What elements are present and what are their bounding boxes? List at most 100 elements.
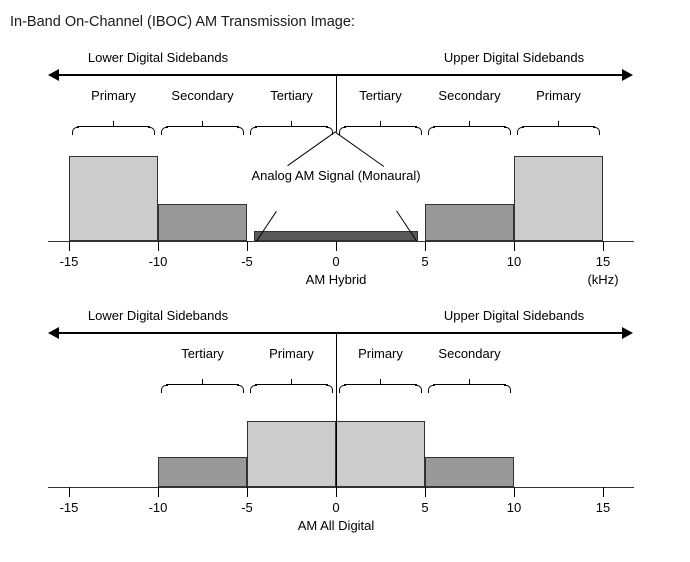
spectrum-bar-0: [158, 457, 247, 487]
brace-left-end: [339, 385, 347, 393]
x-axis-baseline: [48, 487, 634, 488]
band-label-5: Primary: [536, 88, 581, 103]
spectrum-bar-4: [425, 204, 514, 241]
sideband-span-arrow: [59, 74, 622, 76]
x-tick-label-6: 15: [595, 254, 611, 269]
brace-left-end: [161, 127, 169, 135]
x-tick-label-4: 5: [421, 254, 429, 269]
x-tick-1: [158, 487, 159, 497]
brace-right-end: [503, 127, 511, 135]
brace-left-end: [428, 385, 436, 393]
brace-left-end: [161, 385, 169, 393]
upper-sidebands-label: Upper Digital Sidebands: [443, 50, 585, 65]
chart-caption: AM Hybrid: [305, 272, 367, 287]
brace-right-end: [592, 127, 600, 135]
lower-sidebands-label: Lower Digital Sidebands: [87, 308, 229, 323]
brace-right-end: [414, 385, 422, 393]
brace-left-end: [250, 385, 258, 393]
band-label-3: Secondary: [438, 346, 501, 361]
band-brace-1: [161, 121, 244, 135]
x-tick-0: [69, 487, 70, 497]
x-tick-label-1: -10: [148, 500, 168, 515]
page-title: In-Band On-Channel (IBOC) AM Transmissio…: [10, 14, 355, 30]
brace-right-end: [325, 385, 333, 393]
x-tick-2: [247, 241, 248, 251]
brace-center-tick: [202, 379, 204, 385]
arrow-head-right: [622, 327, 633, 339]
x-tick-4: [425, 241, 426, 251]
x-axis-baseline: [48, 241, 634, 242]
x-tick-0: [69, 241, 70, 251]
x-tick-1: [158, 241, 159, 251]
band-brace-1: [250, 379, 333, 393]
band-label-0: Tertiary: [181, 346, 224, 361]
band-brace-0: [72, 121, 155, 135]
band-label-3: Tertiary: [359, 88, 402, 103]
brace-left-end: [517, 127, 525, 135]
brace-center-tick: [469, 121, 471, 127]
upper-sidebands-label: Upper Digital Sidebands: [443, 308, 585, 323]
spectrum-bar-1: [158, 204, 247, 241]
analog-signal-bar: [254, 231, 418, 241]
brace-center-tick: [113, 121, 115, 127]
band-label-2: Tertiary: [270, 88, 313, 103]
brace-center-tick: [380, 379, 382, 385]
band-brace-2: [250, 121, 333, 135]
band-label-1: Secondary: [171, 88, 234, 103]
x-tick-label-2: -5: [241, 500, 253, 515]
center-divider-line: [336, 74, 337, 132]
x-tick-label-3: 0: [332, 254, 340, 269]
brace-right-end: [503, 385, 511, 393]
band-brace-5: [517, 121, 600, 135]
chart-am-all-digital: Lower Digital Sidebands Upper Digital Sid…: [0, 296, 690, 546]
band-label-0: Primary: [91, 88, 136, 103]
spectrum-bar-5: [514, 156, 603, 241]
lower-sidebands-label: Lower Digital Sidebands: [87, 50, 229, 65]
spectrum-bar-3: [425, 457, 514, 487]
brace-center-tick: [380, 121, 382, 127]
arrow-head-left: [48, 327, 59, 339]
band-label-2: Primary: [358, 346, 403, 361]
x-tick-label-6: 15: [595, 500, 611, 515]
band-label-4: Secondary: [438, 88, 501, 103]
brace-center-tick: [202, 121, 204, 127]
x-tick-5: [514, 487, 515, 497]
brace-left-end: [339, 127, 347, 135]
x-tick-3: [336, 241, 337, 251]
brace-left-end: [250, 127, 258, 135]
chart-am-hybrid: Lower Digital Sidebands Upper Digital Sid…: [0, 40, 690, 290]
x-tick-6: [603, 487, 604, 497]
chart-caption: AM All Digital: [297, 518, 375, 533]
analog-signal-callout: Analog AM Signal (Monaural): [251, 168, 421, 183]
x-tick-label-4: 5: [421, 500, 429, 515]
brace-center-tick: [291, 379, 293, 385]
x-tick-label-1: -10: [148, 254, 168, 269]
x-tick-3: [336, 487, 337, 497]
callout-leader-right: [335, 132, 384, 167]
x-tick-label-3: 0: [332, 500, 340, 515]
brace-left-end: [72, 127, 80, 135]
x-tick-label-5: 10: [506, 254, 522, 269]
center-divider-line-lower: [336, 384, 337, 487]
band-brace-2: [339, 379, 422, 393]
brace-center-tick: [291, 121, 293, 127]
brace-right-end: [236, 127, 244, 135]
spectrum-bar-2: [336, 421, 425, 487]
spectrum-bar-0: [69, 156, 158, 241]
x-tick-label-5: 10: [506, 500, 522, 515]
x-tick-label-0: -15: [59, 500, 79, 515]
band-brace-4: [428, 121, 511, 135]
sideband-span-arrow: [59, 332, 622, 334]
brace-right-end: [236, 385, 244, 393]
callout-leader-left: [287, 131, 336, 166]
brace-right-end: [325, 127, 333, 135]
spectrum-bar-1: [247, 421, 336, 487]
x-tick-label-2: -5: [241, 254, 253, 269]
brace-right-end: [414, 127, 422, 135]
arrow-head-right: [622, 69, 633, 81]
center-divider-line: [336, 332, 337, 390]
brace-center-tick: [558, 121, 560, 127]
brace-left-end: [428, 127, 436, 135]
band-brace-0: [161, 379, 244, 393]
x-tick-4: [425, 487, 426, 497]
